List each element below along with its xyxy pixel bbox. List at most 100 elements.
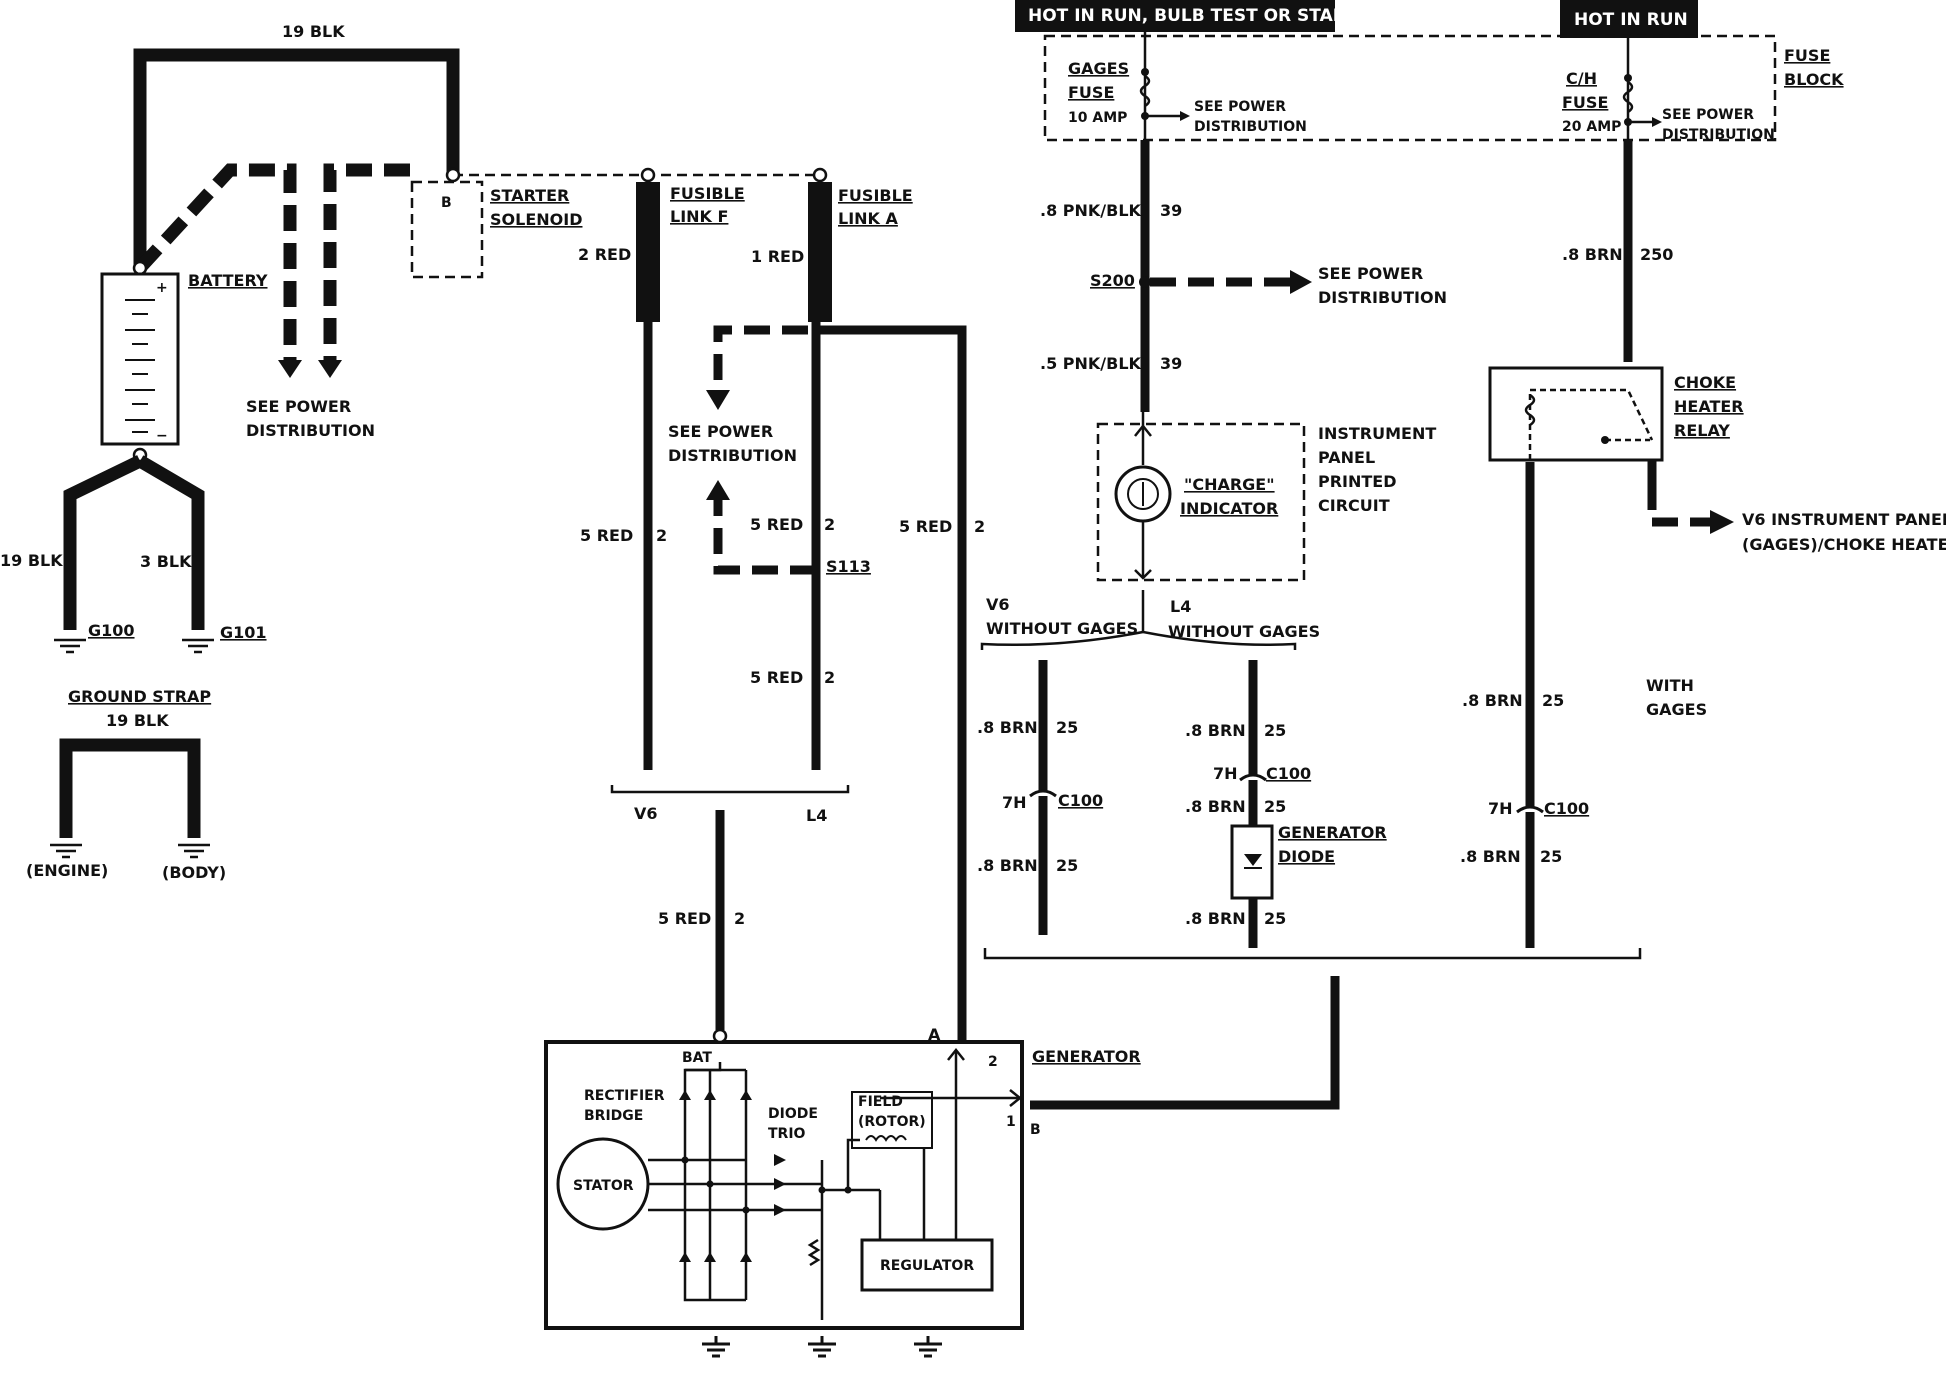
- label-battery: BATTERY: [188, 271, 268, 290]
- label-brn-b1: .8 BRN: [1185, 721, 1246, 740]
- generator: BAT A 2 1 B GENERATOR RECTIFIER BRIDGE D…: [544, 1025, 1141, 1358]
- label-v6-ip-1: V6 INSTRUMENT PANEL: [1742, 510, 1946, 529]
- ground-icon: [54, 638, 86, 654]
- label-ch-fuse-2: FUSE: [1562, 93, 1608, 112]
- label-s113: S113: [826, 557, 871, 576]
- arrow-down-icon: [706, 390, 730, 410]
- ground-icon: [50, 843, 82, 859]
- label-7h-c: 7H: [1488, 799, 1513, 818]
- label-see-power-1a: SEE POWER: [246, 397, 351, 416]
- starter-terminal-b: [445, 167, 461, 183]
- label-see-power-4a: SEE POWER: [1662, 107, 1754, 123]
- option-brace-generator: [983, 948, 1642, 960]
- label-field-2: (ROTOR): [858, 1114, 926, 1130]
- label-gages-amp: 10 AMP: [1068, 110, 1127, 126]
- ground-icon: [182, 638, 214, 654]
- arrow-right-icon: [1290, 270, 1312, 294]
- label-ch-fuse-1: C/H: [1566, 69, 1597, 88]
- wire-ground-strap: [59, 738, 201, 838]
- wire-to-generator-b: [1030, 976, 1340, 1110]
- battery-positive-post: [132, 260, 148, 276]
- battery-cells: [125, 299, 155, 433]
- label-starter: STARTER: [490, 186, 569, 205]
- label-charge-1: "CHARGE": [1184, 475, 1275, 494]
- banner-hot-run-bulb-start: [1015, 0, 1335, 32]
- label-5-red-right: 5 RED: [899, 517, 952, 536]
- label-see-power-2a: SEE POWER: [668, 422, 773, 441]
- relay-coil-icon: [1524, 393, 1536, 427]
- label-brn-c2: .8 BRN: [1460, 847, 1521, 866]
- connector-c100-icon: [1239, 773, 1267, 782]
- label-l4-without-2: WITHOUT GAGES: [1168, 622, 1320, 641]
- wire-3-blk-ground: [136, 455, 205, 630]
- field-rotor-coil-icon: [865, 1135, 907, 1142]
- label-see-power-1b: DISTRIBUTION: [246, 421, 375, 440]
- label-with-gages-2: GAGES: [1646, 700, 1707, 719]
- resistor-icon: [807, 1238, 821, 1267]
- label-ip-4: CIRCUIT: [1318, 496, 1390, 515]
- label-see-power-5a: SEE POWER: [1318, 264, 1423, 283]
- field-regulator-wiring: [807, 1091, 933, 1320]
- rectifier-bridge-icon: [648, 1062, 822, 1302]
- rectifier-diodes: [679, 1090, 852, 1262]
- wire-power-dist-upper: [713, 325, 808, 390]
- label-gen-diode-1: GENERATOR: [1278, 823, 1387, 842]
- label-g101: G101: [220, 623, 267, 642]
- label-fusible-f-2: LINK F: [670, 207, 728, 226]
- label-brn-250: .8 BRN: [1562, 245, 1623, 264]
- svg-text:−: −: [156, 428, 168, 444]
- label-5-red-mid-n: 2: [824, 515, 835, 534]
- label-brn-c1-n: 25: [1542, 691, 1564, 710]
- label-charge-2: INDICATOR: [1180, 499, 1278, 518]
- battery-circuit: 19 BLK SEE POWER DISTRIBUTION B STARTER …: [0, 22, 820, 882]
- label-l4-without-1: L4: [1170, 597, 1191, 616]
- label-2-red: 2 RED: [578, 245, 631, 264]
- label-see-power-4b: DISTRIBUTION: [1662, 127, 1775, 143]
- label-5-red-gen: 5 RED: [658, 909, 711, 928]
- label-fusible-f-1: FUSIBLE: [670, 184, 745, 203]
- label-fuse-block-1: FUSE: [1784, 46, 1830, 65]
- wire-power-dist-lower: [713, 500, 816, 575]
- label-diode-trio-2: TRIO: [768, 1126, 806, 1142]
- label-5-red-mid2: 5 RED: [750, 668, 803, 687]
- charge-indicator-circuit: .8 PNK/BLK 39 S200 SEE POWER DISTRIBUTIO…: [977, 140, 1642, 1110]
- label-field-1: FIELD: [858, 1094, 903, 1110]
- label-7h-a: 7H: [1002, 793, 1027, 812]
- generator-housing: [544, 1040, 1024, 1330]
- label-19-blk-top: 19 BLK: [282, 22, 345, 41]
- label-brn-a1: .8 BRN: [977, 718, 1038, 737]
- label-ip-3: PRINTED: [1318, 472, 1397, 491]
- label-c100-c: C100: [1544, 799, 1589, 818]
- label-pnk-blk-5: .5 PNK/BLK: [1040, 354, 1142, 373]
- wire-5-red-sense: [820, 325, 967, 1040]
- label-brn-b3: .8 BRN: [1185, 909, 1246, 928]
- banner-hot-run-bulb-start-text: HOT IN RUN, BULB TEST OR START: [1028, 6, 1357, 26]
- label-brn-b2: .8 BRN: [1185, 797, 1246, 816]
- label-gen-diode-2: DIODE: [1278, 847, 1335, 866]
- option-brace-v6-l4: [610, 785, 850, 794]
- arrow-down-icon: [278, 360, 302, 378]
- wire-battery-to-power-dist-2: [323, 163, 410, 360]
- label-5-red-mid: 5 RED: [750, 515, 803, 534]
- label-fusible-a-1: FUSIBLE: [838, 186, 913, 205]
- label-v6-left: V6: [634, 804, 658, 823]
- generator-bat-terminal: [712, 1028, 728, 1044]
- label-ground-strap: GROUND STRAP: [68, 687, 211, 706]
- label-7h-b: 7H: [1213, 764, 1238, 783]
- label-bat: BAT: [682, 1050, 712, 1066]
- ch-fuse-icon: [1622, 80, 1634, 114]
- label-choke-3: RELAY: [1674, 421, 1730, 440]
- label-choke-1: CHOKE: [1674, 373, 1736, 392]
- instrument-panel-circuit-box: [1096, 422, 1306, 582]
- label-3-blk: 3 BLK: [140, 552, 192, 571]
- label-terminal-2: 2: [988, 1054, 998, 1070]
- label-stator: STATOR: [573, 1178, 634, 1194]
- label-terminal-1: 1: [1006, 1114, 1016, 1130]
- label-v6-without-2: WITHOUT GAGES: [986, 619, 1138, 638]
- label-brn-a2-n: 25: [1056, 856, 1078, 875]
- battery-icon: [100, 272, 180, 446]
- label-l4-left: L4: [806, 806, 827, 825]
- arrow-up-icon: [706, 480, 730, 500]
- splice-s200: [1139, 276, 1151, 288]
